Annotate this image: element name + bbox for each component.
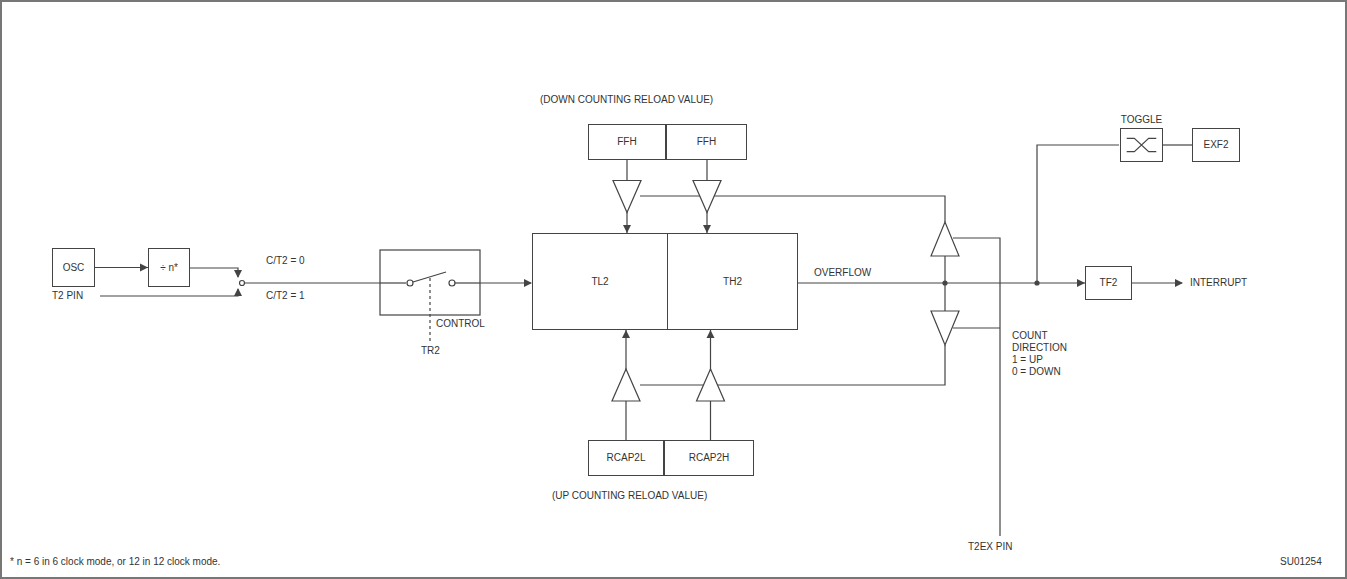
reload-enable-line <box>640 345 945 385</box>
switch-wire <box>245 282 380 283</box>
signal-name: INTERRUPT <box>1190 277 1247 289</box>
box-heading: TOGGLE <box>1121 114 1163 126</box>
direction-note: 0 = DOWN <box>1012 366 1061 378</box>
reload-box: FFH <box>666 124 747 160</box>
direction-note: DIRECTION <box>1012 342 1067 354</box>
box-label: FFH <box>697 136 716 148</box>
toggle-wire <box>1037 145 1119 283</box>
pin-name: T2EX PIN <box>968 541 1012 553</box>
connector <box>693 160 721 233</box>
interrupt-wire <box>1132 282 1182 283</box>
buffer-symbol <box>931 222 959 256</box>
box-label: FFH <box>617 136 636 148</box>
register-box: TL2 <box>532 233 668 330</box>
tr2-control-line <box>429 278 430 342</box>
control-bit: TR2 <box>421 345 440 357</box>
buffer-input <box>944 283 945 311</box>
box-label: TF2 <box>1100 277 1118 289</box>
control-wire <box>380 282 406 283</box>
switch-contact <box>240 281 245 286</box>
toggle-box: TOGGLE <box>1120 128 1163 162</box>
osc-wire <box>190 268 238 277</box>
connector <box>1163 145 1192 146</box>
mode-label: C/T2 = 1 <box>266 290 305 302</box>
direction-note: 1 = UP <box>1012 354 1043 366</box>
oscillator-box: OSC <box>52 248 95 287</box>
figure-code: SU01254 <box>1280 556 1322 568</box>
t2-pin-wire <box>100 289 238 296</box>
divider-box: ÷ n* <box>148 248 190 287</box>
box-label: TH2 <box>723 276 742 288</box>
capture-register-box: RCAP2L <box>588 440 664 476</box>
connector <box>612 330 640 440</box>
flag-box: EXF2 <box>1192 128 1240 162</box>
footnote: * n = 6 in 6 clock mode, or 12 in 12 clo… <box>10 556 220 568</box>
control-box <box>380 250 480 315</box>
box-label: RCAP2L <box>607 452 646 464</box>
switch-contact <box>407 280 413 286</box>
direction-note: COUNT <box>1012 330 1048 342</box>
pin-name: T2 PIN <box>52 290 83 302</box>
connector <box>798 279 1085 287</box>
box-label: EXF2 <box>1203 139 1228 151</box>
register-box: TH2 <box>667 233 798 330</box>
capture-register-box: RCAP2H <box>664 440 754 476</box>
box-label: RCAP2H <box>689 452 730 464</box>
connector <box>613 160 641 233</box>
mode-label: C/T2 = 0 <box>266 255 305 267</box>
box-label: ÷ n* <box>160 262 178 274</box>
switch-label: CONTROL <box>436 318 485 330</box>
reload-caption: (UP COUNTING RELOAD VALUE) <box>552 490 707 502</box>
flag-box: TF2 <box>1085 266 1132 300</box>
connector <box>95 264 148 272</box>
reload-enable-line <box>640 196 945 222</box>
buffer-symbol <box>697 369 725 401</box>
control-wire <box>455 282 480 283</box>
box-label: OSC <box>63 262 85 274</box>
buffer-input <box>944 256 945 283</box>
signal-name: OVERFLOW <box>812 267 873 279</box>
reload-box: FFH <box>588 124 666 160</box>
buffer-symbol <box>613 181 641 213</box>
connector <box>697 330 725 440</box>
switch-contact <box>449 280 455 286</box>
box-label: TL2 <box>591 276 608 288</box>
toggle-symbol <box>1121 129 1162 161</box>
reload-caption: (DOWN COUNTING RELOAD VALUE) <box>540 94 713 106</box>
count-input-wire <box>480 282 531 283</box>
buffer-symbol <box>612 369 640 401</box>
buffer-symbol <box>693 181 721 213</box>
count-direction-line <box>953 327 1000 328</box>
